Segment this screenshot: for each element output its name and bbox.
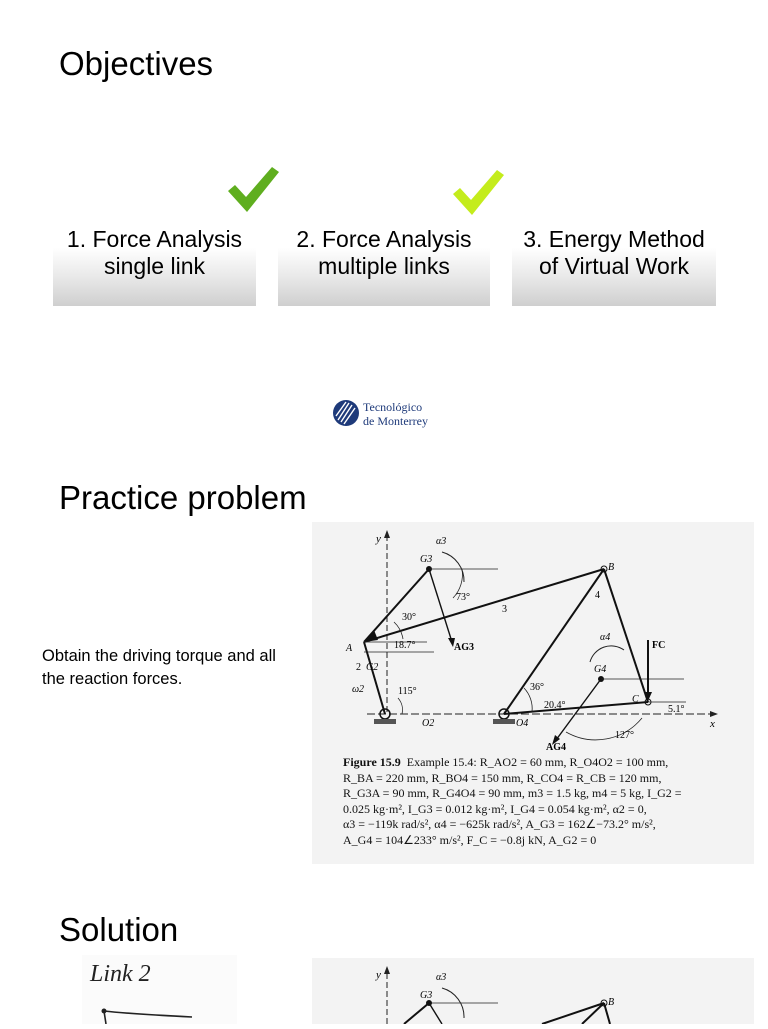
four-bar-linkage-diagram-cropped: y α3 G3 B <box>375 966 614 1024</box>
caption-line-3: R_G3A = 90 mm, R_G4O4 = 90 mm, m3 = 1.5 … <box>343 786 682 801</box>
objective-1: 1. Force Analysis single link <box>53 200 256 306</box>
solution-title: Solution <box>59 911 179 948</box>
checkmark-icon <box>453 170 504 215</box>
checkmark-icon <box>228 167 279 212</box>
caption-line-2: R_BA = 220 mm, R_BO4 = 150 mm, R_CO4 = R… <box>343 770 662 785</box>
logo-text-line2: de Monterrey <box>363 414 428 428</box>
o2-label: O2 <box>422 718 434 729</box>
angle-5-1-label: 5.1° <box>668 704 685 715</box>
angle-127-label: 127° <box>615 730 634 741</box>
o4-label: O4 <box>516 718 528 729</box>
fc-label: FC <box>652 640 665 651</box>
objectives-title: Objectives <box>59 45 214 82</box>
b-label-repeat: B <box>608 997 614 1008</box>
link3-label: 3 <box>502 604 507 615</box>
objective-3-label: 3. Energy Method of Virtual Work <box>523 226 705 279</box>
angle-73-label: 73° <box>456 592 470 603</box>
g3-label-repeat: G3 <box>420 990 432 1001</box>
link2-label: 2 <box>356 662 361 673</box>
y-axis-label-repeat: y <box>375 969 381 981</box>
caption-figure-number: Figure 15.9 <box>343 755 401 769</box>
figure-caption: Figure 15.9 Example 15.4: R_AO2 = 60 mm,… <box>343 755 753 849</box>
caption-line-4: 0.025 kg·m², I_G3 = 0.012 kg·m², I_G4 = … <box>343 801 647 816</box>
ag4-label: AG4 <box>546 742 566 753</box>
objective-2-label: 2. Force Analysis multiple links <box>296 226 472 279</box>
alpha3-label: α3 <box>436 536 446 547</box>
handwritten-link-2-sketch: Link 2 <box>89 961 193 1025</box>
mechanism-figure: y x α3 G3 B A 2 3 4 G2 ω2 O2 O4 C G4 α4 … <box>312 522 754 864</box>
caption-line-6: A_G4 = 104∠233° m/s², F_C = −0.8j kN, A_… <box>343 832 597 847</box>
logo-emblem-icon <box>333 400 359 426</box>
caption-line-1-text: Example 15.4: R_AO2 = 60 mm, R_O4O2 = 10… <box>406 755 669 769</box>
angle-115-label: 115° <box>398 686 417 697</box>
g4-label: G4 <box>594 664 606 675</box>
objective-1-label: 1. Force Analysis single link <box>66 226 243 279</box>
caption-line-5: α3 = −119k rad/s², α4 = −625k rad/s², A_… <box>343 817 656 832</box>
a-label: A <box>345 643 353 654</box>
angle-18-7-label: 18.7° <box>394 640 416 651</box>
handwritten-text: Link 2 <box>89 961 151 987</box>
c-label: C <box>632 694 639 705</box>
link4-label: 4 <box>595 590 600 601</box>
logo-text-line1: Tecnológico <box>363 400 423 414</box>
g2-label: G2 <box>366 662 378 673</box>
objective-3: 3. Energy Method of Virtual Work <box>512 200 716 306</box>
omega2-label: ω2 <box>352 684 364 695</box>
angle-30-label: 30° <box>402 612 416 623</box>
tecnologico-de-monterrey-logo: Tecnológico de Monterrey <box>332 396 442 432</box>
caption-line-1: Figure 15.9 Example 15.4: R_AO2 = 60 mm,… <box>343 755 753 771</box>
problem-statement: Obtain the driving torque and all the re… <box>42 647 276 688</box>
mechanism-figure-repeat: y α3 G3 B <box>312 958 754 1024</box>
x-axis-label: x <box>709 718 715 730</box>
practice-problem-title: Practice problem <box>59 479 307 516</box>
alpha3-label-repeat: α3 <box>436 972 446 983</box>
handwritten-note: Link 2 <box>82 955 237 1025</box>
objective-2: 2. Force Analysis multiple links <box>278 200 490 306</box>
y-axis-label: y <box>375 533 381 545</box>
four-bar-linkage-diagram: y x α3 G3 B A 2 3 4 G2 ω2 O2 O4 C G4 α4 … <box>345 530 718 753</box>
b-label: B <box>608 562 614 573</box>
ag3-label: AG3 <box>454 642 474 653</box>
g3-label: G3 <box>420 554 432 565</box>
alpha4-label: α4 <box>600 632 610 643</box>
angle-36-label: 36° <box>530 682 544 693</box>
angle-20-4-label: 20.4° <box>544 700 566 711</box>
